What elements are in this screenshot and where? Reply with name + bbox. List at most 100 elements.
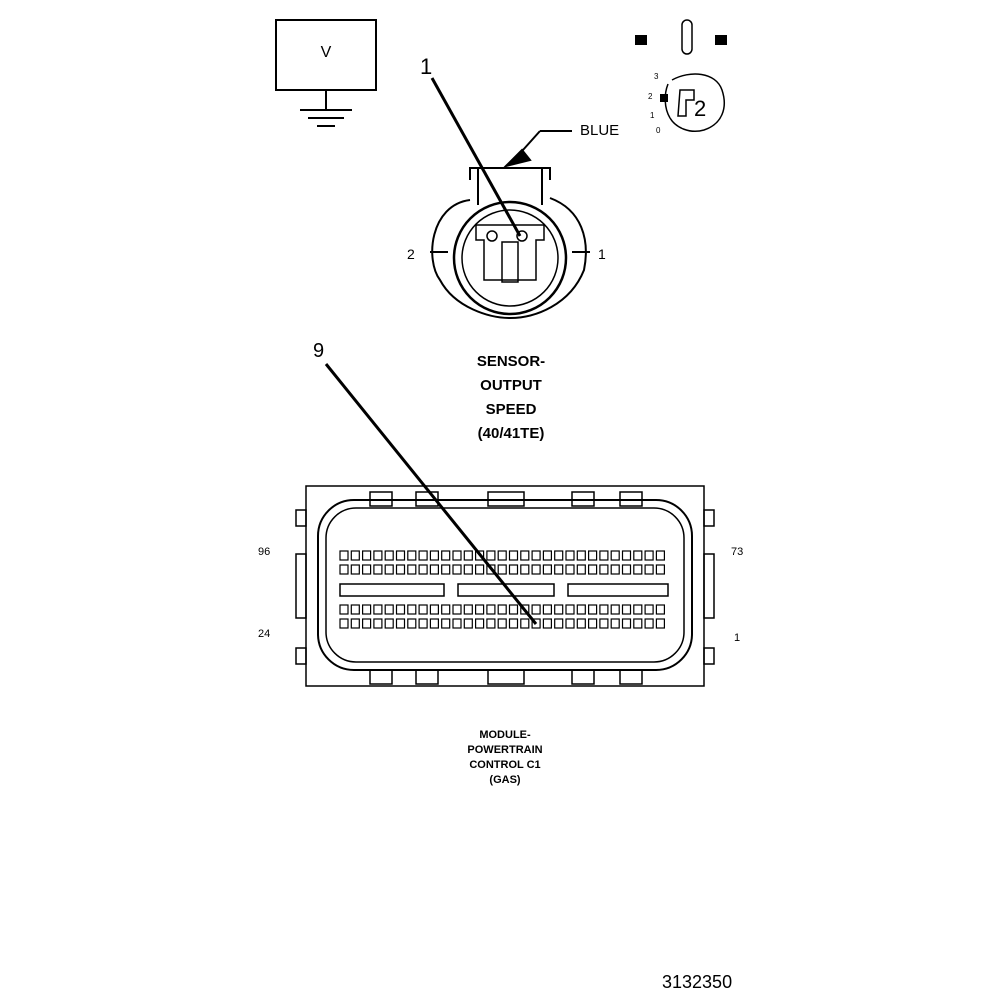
figure-number: 3132350 — [662, 972, 733, 992]
pin-cavity — [508, 564, 519, 575]
pin-cavity — [655, 604, 666, 615]
key-position-label: 2 — [694, 96, 707, 121]
pin-cavity — [520, 604, 530, 615]
pcm-title-line-2: POWERTRAIN — [467, 744, 543, 756]
pin-cavity — [576, 550, 586, 561]
pin-cavity — [441, 550, 451, 561]
pin-cavity — [373, 618, 383, 629]
pin-cavity — [565, 550, 575, 561]
pin-cavity — [576, 604, 586, 615]
pin-cavity — [407, 604, 417, 615]
pin-cavity — [486, 604, 496, 615]
pin-cavity — [655, 550, 666, 561]
pin-cavity — [475, 604, 485, 615]
pin-cavity — [339, 618, 349, 629]
pin-cavity — [384, 604, 394, 615]
pin-cavity — [644, 564, 654, 575]
sensor-pin-2-label: 2 — [407, 246, 415, 262]
pin-cavity — [429, 550, 439, 561]
pin-cavity — [475, 550, 485, 561]
pin-cavity — [418, 618, 428, 629]
sensor-title-line-3: SPEED — [485, 401, 537, 418]
pin-cavity — [418, 604, 428, 615]
key-scale-2: 2 — [648, 92, 653, 101]
callout-9-number: 9 — [313, 340, 325, 362]
pin-cavity — [395, 604, 406, 615]
pin-cavity — [395, 564, 406, 575]
pin-cavity — [452, 618, 462, 629]
pin-cavity — [633, 550, 643, 561]
pin-cavity — [587, 618, 598, 629]
sensor-connector-title: SENSOR- OUTPUT SPEED (40/41TE) — [477, 350, 545, 446]
pin-cavity — [384, 618, 394, 629]
pin-cavity — [587, 564, 598, 575]
pin-cavity — [520, 564, 530, 575]
pin-cavity — [610, 550, 620, 561]
wire-color-label: BLUE — [580, 122, 620, 139]
pin-cavity — [497, 604, 507, 615]
pcm-pin-cavities — [339, 550, 666, 629]
pin-cavity — [395, 550, 406, 561]
pin-cavity — [565, 564, 575, 575]
pin-cavity — [644, 550, 654, 561]
pin-cavity — [475, 618, 485, 629]
pin-cavity — [407, 618, 417, 629]
callout-1-leader — [430, 77, 522, 237]
pin-cavity — [610, 618, 620, 629]
pin-cavity — [441, 604, 451, 615]
callout-1-number: 1 — [420, 54, 433, 79]
pin-cavity — [508, 604, 519, 615]
pin-cavity — [554, 618, 564, 629]
pin-cavity — [508, 618, 519, 629]
pin-cavity — [633, 604, 643, 615]
pin-cavity — [655, 618, 666, 629]
sensor-connector-drawing — [430, 130, 590, 320]
pcm-title-line-3: CONTROL C1 — [469, 759, 541, 771]
pin-cavity — [384, 550, 394, 561]
pin-cavity — [554, 550, 564, 561]
pin-cavity — [576, 618, 586, 629]
pin-cavity — [463, 618, 473, 629]
sensor-title-line-2: OUTPUT — [480, 377, 542, 394]
pin-cavity — [486, 550, 496, 561]
pin-cavity — [542, 604, 553, 615]
pcm-title-line-4: (GAS) — [489, 774, 521, 786]
pin-cavity — [621, 604, 632, 615]
pin-cavity — [554, 564, 564, 575]
pin-cavity — [463, 564, 473, 575]
terminal-view-icon — [635, 19, 727, 132]
pin-cavity — [565, 618, 575, 629]
sensor-pin-1-label: 1 — [598, 246, 606, 262]
sensor-title-line-1: SENSOR- — [476, 353, 546, 370]
pin-cavity — [542, 618, 553, 629]
pin-cavity — [463, 550, 473, 561]
pin-cavity — [475, 564, 485, 575]
pin-cavity — [520, 550, 530, 561]
pin-cavity — [576, 564, 586, 575]
pin-cavity — [339, 604, 349, 615]
pin-cavity — [452, 564, 462, 575]
pin-cavity — [384, 564, 394, 575]
pin-cavity — [429, 618, 439, 629]
pin-cavity — [655, 564, 666, 575]
pin-cavity — [633, 564, 643, 575]
pin-cavity — [373, 550, 383, 561]
pin-cavity — [362, 618, 372, 629]
sensor-title-line-4: (40/41TE) — [477, 425, 545, 442]
pin-cavity — [362, 564, 372, 575]
pin-cavity — [610, 564, 620, 575]
pin-cavity — [407, 550, 417, 561]
pin-cavity — [373, 564, 383, 575]
pin-cavity — [542, 564, 553, 575]
pin-cavity — [350, 564, 360, 575]
pin-cavity — [486, 618, 496, 629]
key-scale-0: 0 — [656, 126, 661, 135]
pin-cavity — [599, 618, 609, 629]
pin-cavity — [429, 604, 439, 615]
pin-cavity — [531, 618, 541, 629]
callout-9-leader — [324, 363, 538, 625]
pin-cavity — [373, 604, 383, 615]
pcm-pin-96-label: 96 — [258, 546, 271, 558]
pin-cavity — [599, 604, 609, 615]
